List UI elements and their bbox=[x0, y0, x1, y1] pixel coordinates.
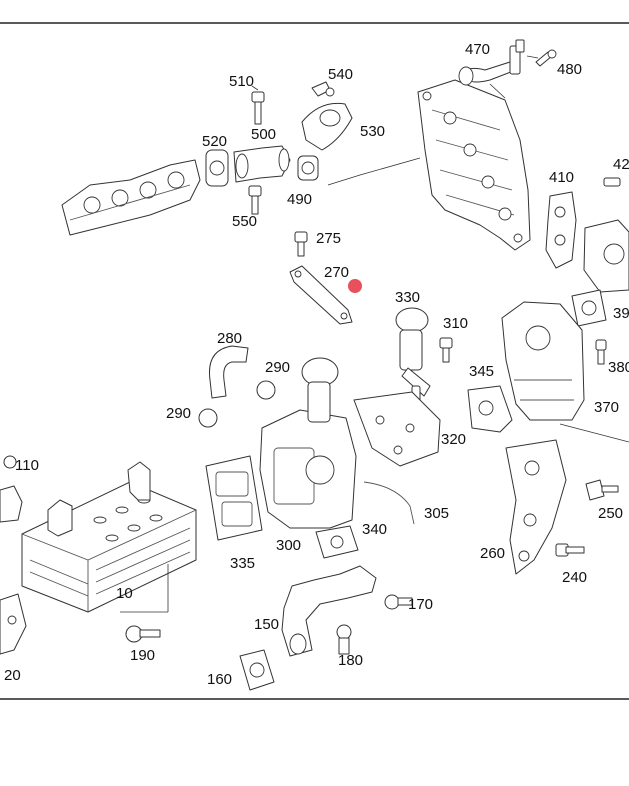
callout-250[interactable]: 250 bbox=[598, 505, 623, 522]
hotspot-marker[interactable] bbox=[348, 279, 362, 293]
callout-520[interactable]: 520 bbox=[202, 133, 227, 150]
callout-240[interactable]: 240 bbox=[562, 569, 587, 586]
callout-290b[interactable]: 290 bbox=[166, 405, 191, 422]
gasket-345 bbox=[467, 385, 513, 433]
pipe-530 bbox=[301, 102, 353, 151]
bracket-320 bbox=[353, 391, 441, 467]
bracket-270 bbox=[289, 265, 353, 325]
bolt-190 bbox=[125, 625, 161, 643]
connector-500 bbox=[233, 145, 291, 183]
callout-320[interactable]: 320 bbox=[441, 431, 466, 448]
pipe-150 bbox=[281, 565, 377, 657]
callout-480[interactable]: 480 bbox=[557, 61, 582, 78]
callout-260[interactable]: 260 bbox=[480, 545, 505, 562]
egr-valve-370 bbox=[501, 301, 585, 421]
callout-150[interactable]: 150 bbox=[254, 616, 279, 633]
callout-345[interactable]: 345 bbox=[469, 363, 494, 380]
callout-510[interactable]: 510 bbox=[229, 73, 254, 90]
callout-170[interactable]: 170 bbox=[408, 596, 433, 613]
callout-160[interactable]: 160 bbox=[207, 671, 232, 688]
gasket-335 bbox=[205, 455, 263, 541]
bolt-180 bbox=[336, 624, 352, 655]
bolt-310 bbox=[439, 337, 453, 363]
bracket-260 bbox=[505, 439, 567, 575]
callout-540[interactable]: 540 bbox=[328, 66, 353, 83]
bolt-275 bbox=[294, 231, 308, 257]
callout-370[interactable]: 370 bbox=[594, 399, 619, 416]
callout-110[interactable]: 110 bbox=[15, 457, 39, 474]
bolt-480 bbox=[535, 49, 557, 67]
callout-410[interactable]: 410 bbox=[549, 169, 574, 186]
gasket-340 bbox=[315, 525, 359, 559]
callout-39x[interactable]: 39 bbox=[613, 305, 629, 322]
clamp-290b bbox=[198, 408, 218, 428]
pipe-470 bbox=[458, 39, 525, 86]
gasket-410 bbox=[545, 191, 577, 269]
bolt-250 bbox=[585, 479, 619, 501]
gasket-490 bbox=[297, 155, 319, 181]
bolt-240 bbox=[555, 543, 585, 557]
gasket-160 bbox=[239, 649, 275, 691]
callout-490[interactable]: 490 bbox=[287, 191, 312, 208]
callout-500[interactable]: 500 bbox=[251, 126, 276, 143]
housing-300 bbox=[259, 357, 357, 529]
callout-530[interactable]: 530 bbox=[360, 123, 385, 140]
egr-cooler-10 bbox=[21, 461, 197, 613]
callout-190[interactable]: 190 bbox=[130, 647, 155, 664]
ring-39x bbox=[571, 289, 607, 327]
bolt-170 bbox=[384, 594, 413, 610]
bracket-42x bbox=[583, 177, 629, 293]
hose-110 bbox=[0, 455, 23, 523]
callout-275[interactable]: 275 bbox=[316, 230, 341, 247]
gasket-520 bbox=[205, 149, 229, 187]
callout-330[interactable]: 330 bbox=[395, 289, 420, 306]
bolt-510 bbox=[251, 91, 265, 125]
callout-310[interactable]: 310 bbox=[443, 315, 468, 332]
callout-280[interactable]: 280 bbox=[217, 330, 242, 347]
clamp-290a bbox=[256, 380, 276, 400]
bracket-20x bbox=[0, 593, 27, 655]
callout-340[interactable]: 340 bbox=[362, 521, 387, 538]
exhaust-manifold bbox=[417, 79, 531, 251]
bolt-550 bbox=[248, 185, 262, 215]
hose-280 bbox=[208, 345, 249, 399]
callout-180[interactable]: 180 bbox=[338, 652, 363, 669]
callout-20x[interactable]: 20 bbox=[4, 667, 21, 684]
callout-270[interactable]: 270 bbox=[324, 264, 349, 281]
callout-550[interactable]: 550 bbox=[232, 213, 257, 230]
callout-305[interactable]: 305 bbox=[424, 505, 449, 522]
callout-10[interactable]: 10 bbox=[116, 585, 133, 602]
strap-305 bbox=[363, 481, 415, 525]
callout-290a[interactable]: 290 bbox=[265, 359, 290, 376]
callout-380[interactable]: 380 bbox=[608, 359, 629, 376]
bolt-380 bbox=[595, 339, 607, 365]
callout-42x[interactable]: 42 bbox=[613, 156, 629, 173]
bolt-540 bbox=[311, 81, 335, 97]
callout-470[interactable]: 470 bbox=[465, 41, 490, 58]
callout-300[interactable]: 300 bbox=[276, 537, 301, 554]
callout-335[interactable]: 335 bbox=[230, 555, 255, 572]
intake-manifold bbox=[61, 159, 201, 236]
callout-labels: 470 480 510 540 520 500 530 550 490 410 … bbox=[4, 41, 629, 688]
